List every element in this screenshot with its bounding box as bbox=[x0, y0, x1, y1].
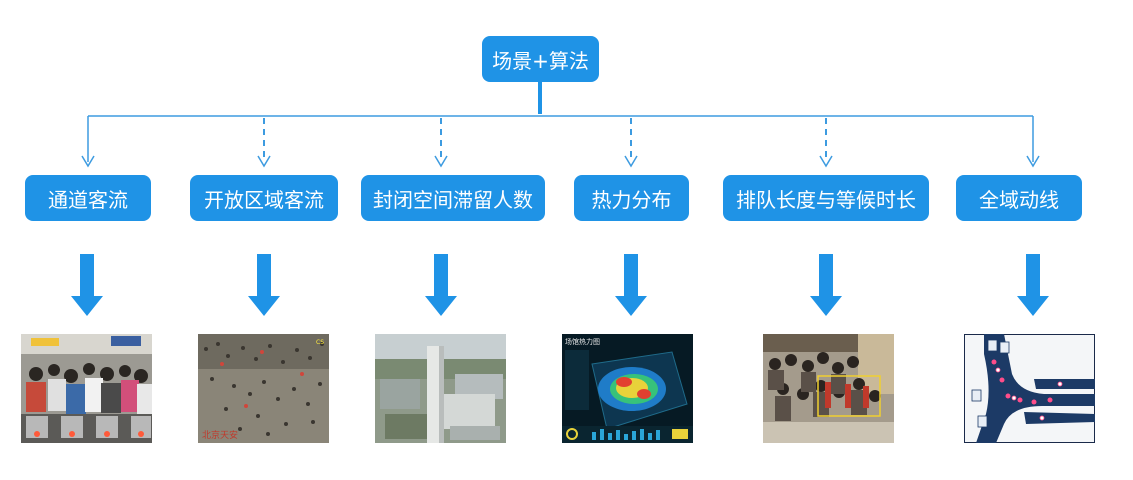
drop-connector-4 bbox=[624, 118, 638, 168]
scenario-label: 排队长度与等候时长 bbox=[736, 187, 916, 212]
aerial-building-photo bbox=[375, 334, 506, 443]
scenario-node-2: 开放区域客流 bbox=[190, 175, 338, 221]
drop-connector-5 bbox=[819, 118, 833, 168]
drop-connector-2 bbox=[257, 118, 271, 168]
watermark-text: 北京天安 bbox=[202, 429, 238, 441]
queue-crowd-photo bbox=[763, 334, 894, 443]
drop-connector-3 bbox=[434, 118, 448, 168]
scenario-node-3: 封闭空间滞留人数 bbox=[361, 175, 545, 221]
open-square-crowd-photo: 北京天安 CS bbox=[198, 334, 329, 443]
indoor-route-map bbox=[964, 334, 1095, 443]
scenario-node-6: 全域动线 bbox=[956, 175, 1082, 221]
heatmap-title: 场馆热力图 bbox=[565, 337, 600, 346]
scenario-label: 全域动线 bbox=[979, 187, 1059, 212]
scenario-node-1: 通道客流 bbox=[25, 175, 151, 221]
down-arrow-icon bbox=[248, 254, 280, 316]
scenario-label: 热力分布 bbox=[591, 187, 672, 212]
scenario-node-4: 热力分布 bbox=[574, 175, 689, 221]
heatmap-screen: 场馆热力图 bbox=[562, 334, 693, 443]
down-arrow-icon bbox=[810, 254, 842, 316]
scenario-label: 通道客流 bbox=[48, 187, 128, 212]
root-node: 场景+算法 bbox=[482, 36, 599, 82]
scenario-label: 封闭空间滞留人数 bbox=[373, 187, 533, 212]
svg-text:CS: CS bbox=[316, 339, 324, 346]
scenario-label: 开放区域客流 bbox=[204, 187, 324, 212]
down-arrow-icon bbox=[71, 254, 103, 316]
root-node-label: 场景+算法 bbox=[492, 48, 589, 73]
down-arrow-icon bbox=[615, 254, 647, 316]
drop-connector-6 bbox=[1026, 116, 1040, 168]
down-arrow-icon bbox=[1017, 254, 1049, 316]
subway-gate-crowd-photo bbox=[21, 334, 152, 443]
scenario-node-5: 排队长度与等候时长 bbox=[723, 175, 929, 221]
drop-connector-1 bbox=[81, 116, 95, 168]
down-arrow-icon bbox=[425, 254, 457, 316]
